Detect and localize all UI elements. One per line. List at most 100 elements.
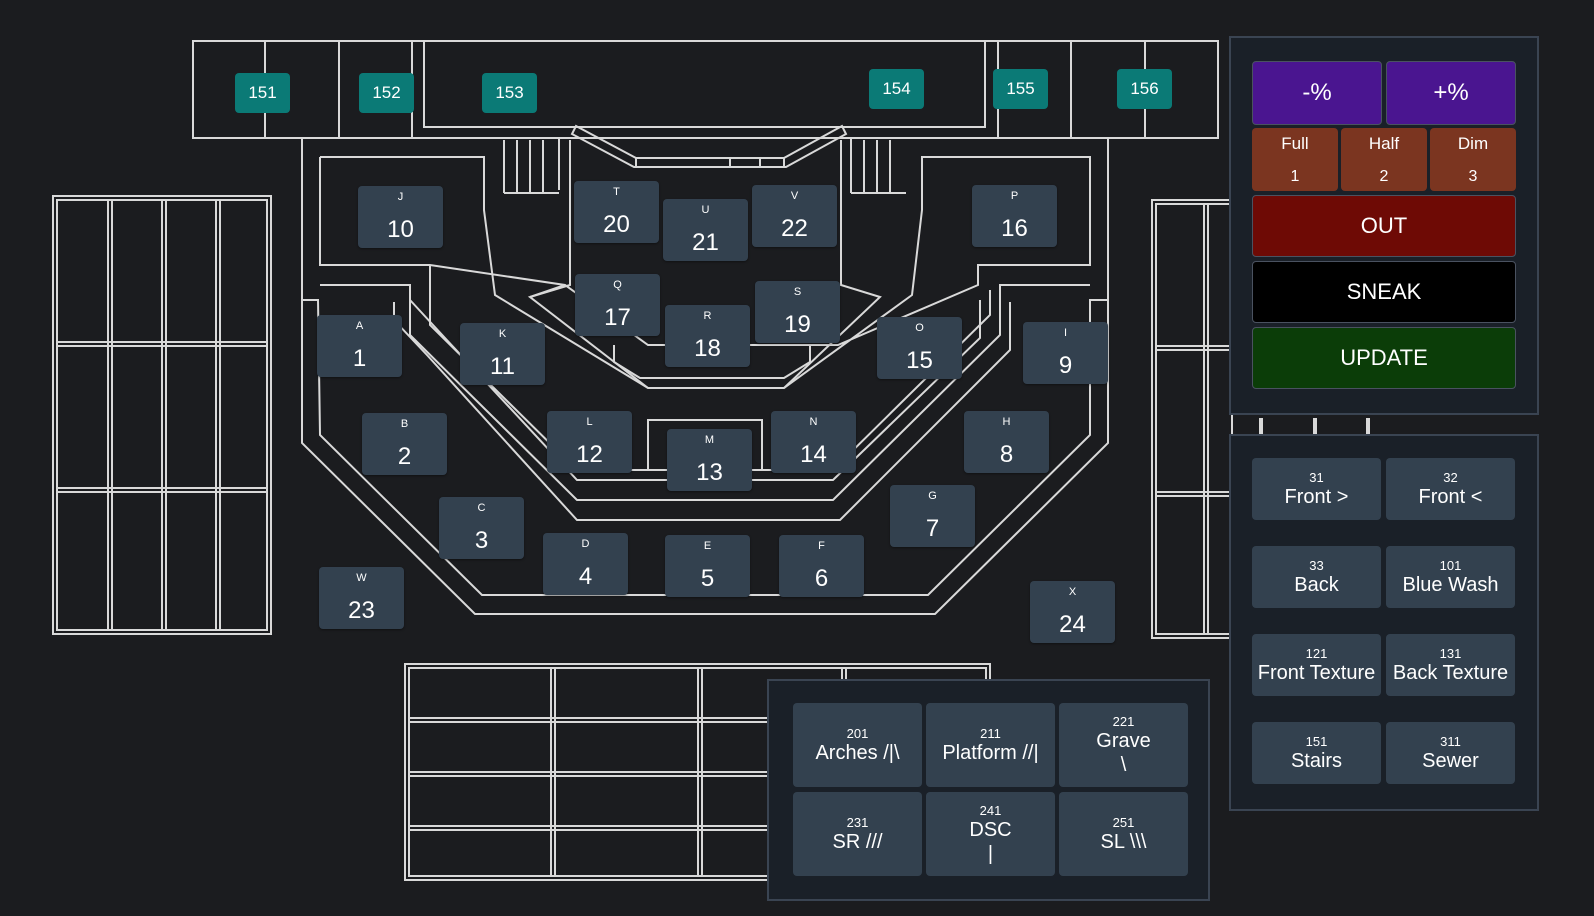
channel-letter: C: [477, 502, 486, 514]
level-dim-button[interactable]: Dim 3: [1430, 128, 1516, 191]
channel-10[interactable]: J 10: [358, 186, 443, 248]
group-label: Back Texture: [1392, 661, 1509, 684]
group-id: 241: [979, 802, 1002, 818]
channel-17[interactable]: Q 17: [575, 274, 660, 336]
level-half-button[interactable]: Half 2: [1341, 128, 1427, 191]
group-label: Front >: [1284, 485, 1349, 508]
channel-number: 3: [474, 527, 489, 554]
sneak-button[interactable]: SNEAK: [1252, 261, 1516, 323]
group-id: 101: [1439, 557, 1462, 573]
group-label: Front <: [1418, 485, 1483, 508]
group-id: 33: [1309, 557, 1324, 573]
channel-12[interactable]: L 12: [547, 411, 632, 473]
channel-16[interactable]: P 16: [972, 185, 1057, 247]
channel-letter: X: [1068, 586, 1077, 598]
group-label: Arches /|\: [815, 741, 900, 764]
group-id: 211: [980, 725, 1001, 741]
channel-number: 12: [576, 441, 603, 468]
channel-letter: L: [586, 416, 593, 428]
level-full-button[interactable]: Full 1: [1252, 128, 1338, 191]
channel-letter: J: [397, 191, 404, 203]
group-label: SL \\\: [1100, 830, 1147, 853]
minus-percent-button[interactable]: -%: [1252, 61, 1382, 125]
tile-156[interactable]: 156: [1117, 69, 1172, 109]
channel-letter: P: [1010, 190, 1019, 202]
channel-number: 18: [694, 335, 721, 362]
channel-number: 10: [387, 216, 414, 243]
channel-number: 21: [692, 229, 719, 256]
channel-number: 13: [696, 459, 723, 486]
out-button[interactable]: OUT: [1252, 195, 1516, 257]
channel-letter: A: [355, 320, 364, 332]
channel-letter: E: [703, 540, 712, 552]
tile-152[interactable]: 152: [359, 73, 414, 113]
channel-13[interactable]: M 13: [667, 429, 752, 491]
tile-155[interactable]: 155: [993, 69, 1048, 109]
group-label: DSC |: [969, 818, 1012, 865]
channel-letter: O: [915, 322, 924, 334]
control-panel: -% +% Full 1 Half 2 Dim 3 OUT SNEAK UPDA…: [1229, 36, 1539, 415]
update-button[interactable]: UPDATE: [1252, 327, 1516, 389]
channel-number: 16: [1001, 215, 1028, 242]
group-id: 231: [846, 814, 869, 830]
channel-letter: S: [793, 286, 802, 298]
channel-number: 17: [604, 304, 631, 331]
tile-154[interactable]: 154: [869, 69, 924, 109]
channel-number: 19: [784, 311, 811, 338]
tile-153[interactable]: 153: [482, 73, 537, 113]
channel-number: 9: [1058, 352, 1073, 379]
group-label: Sewer: [1422, 749, 1479, 772]
group-id: 201: [846, 725, 869, 741]
channel-19[interactable]: S 19: [755, 281, 840, 343]
channel-letter: D: [581, 538, 590, 550]
group-label: Grave \: [1096, 729, 1151, 776]
channel-letter: Q: [613, 279, 622, 291]
channel-letter: H: [1002, 416, 1011, 428]
group-id: 251: [1112, 814, 1135, 830]
tile-151[interactable]: 151: [235, 73, 290, 113]
channel-letter: T: [613, 186, 620, 198]
plus-percent-button[interactable]: +%: [1386, 61, 1516, 125]
level-label: Dim: [1457, 133, 1489, 153]
group-label: Blue Wash: [1402, 573, 1499, 596]
level-number: 3: [1468, 167, 1478, 185]
channel-letter: N: [809, 416, 818, 428]
channel-letter: B: [400, 418, 409, 430]
channel-letter: M: [704, 434, 715, 446]
channel-number: 7: [925, 515, 940, 542]
